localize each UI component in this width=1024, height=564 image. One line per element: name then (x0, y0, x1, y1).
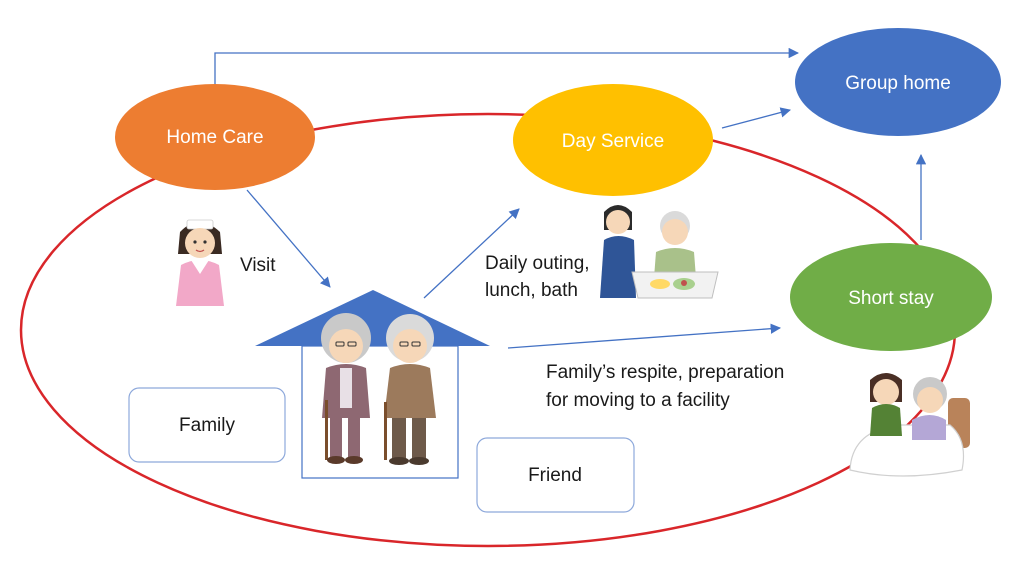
daily-outing-label-line1: Daily outing, (485, 253, 590, 274)
node-day-service: Day Service (513, 84, 713, 196)
node-short-stay-label: Short stay (848, 288, 934, 309)
caregiver-bedside-icon (849, 373, 970, 477)
arrow-house-to-shortstay (507, 323, 782, 349)
flow-arrows (214, 47, 927, 349)
node-short-stay: Short stay (790, 243, 992, 351)
node-day-service-label: Day Service (562, 131, 664, 152)
family-label: Family (179, 415, 235, 436)
node-home-care-label: Home Care (166, 127, 263, 148)
arrow-homecare-to-house (246, 189, 331, 288)
arrow-house-to-dayservice (423, 208, 520, 299)
respite-label-line2: for moving to a facility (546, 390, 730, 411)
arrow-homecare-to-grouphome (214, 47, 800, 85)
visit-label: Visit (240, 255, 276, 276)
friend-label: Friend (528, 465, 582, 486)
daily-outing-label-line2: lunch, bath (485, 280, 578, 301)
friend-box: Friend (476, 437, 635, 513)
house-icon (255, 290, 490, 479)
node-group-home-label: Group home (845, 73, 951, 94)
node-group-home: Group home (795, 28, 1001, 136)
caregiver-feeding-icon (600, 205, 719, 299)
nurse-icon (176, 219, 224, 306)
family-box: Family (128, 387, 286, 463)
arrow-dayservice-to-grouphome (721, 107, 792, 129)
node-home-care: Home Care (115, 84, 315, 190)
elderly-couple-icon (321, 313, 436, 465)
respite-label-line1: Family’s respite, preparation (546, 362, 784, 383)
